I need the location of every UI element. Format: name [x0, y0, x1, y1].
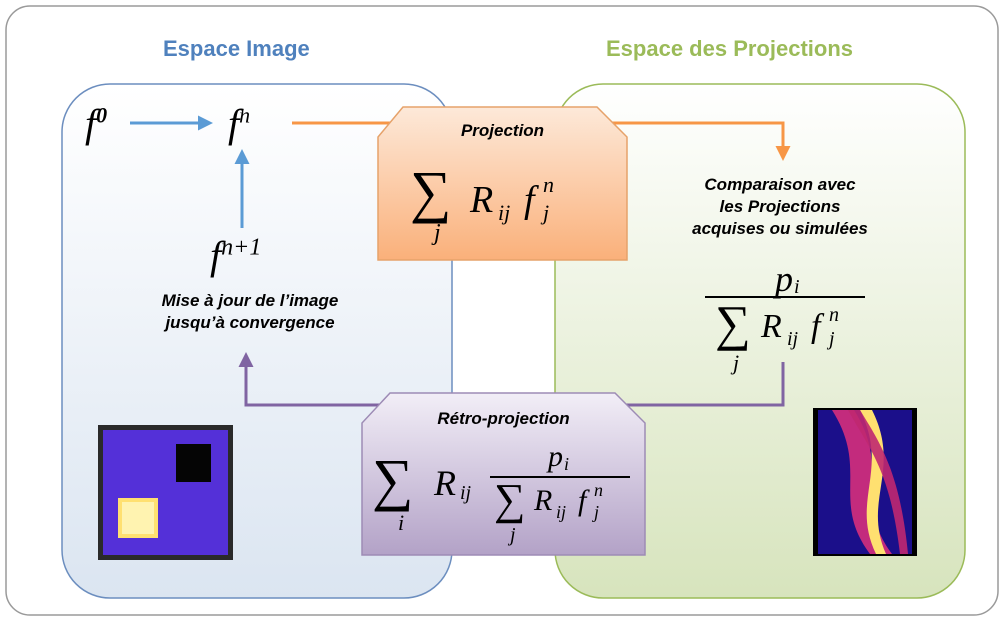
fn1-symbol: fn+1 [210, 233, 262, 278]
backprojection-box [361, 392, 646, 556]
backprojection-title: Rétro-projection [437, 409, 570, 428]
fn-symbol: fn [228, 101, 251, 146]
projection-formula: ∑ j R ij f n j [410, 159, 554, 246]
backprojection-formula: ∑ i R ij p i ∑ j R ij f n j [372, 440, 642, 555]
projection-space-title: Espace des Projections [606, 36, 853, 61]
sinogram-image [813, 408, 917, 556]
comparison-caption: Comparaison avec les Projections acquise… [692, 175, 868, 238]
comparison-formula: p i ∑ j R ij f n j [705, 258, 875, 378]
projection-box [377, 106, 628, 261]
update-caption: Mise à jour de l’image jusqu’à convergen… [161, 291, 339, 332]
projection-title: Projection [460, 121, 545, 140]
image-space-title: Espace Image [163, 36, 310, 61]
f0-symbol: f0 [85, 101, 108, 146]
reconstructed-image [98, 425, 233, 560]
